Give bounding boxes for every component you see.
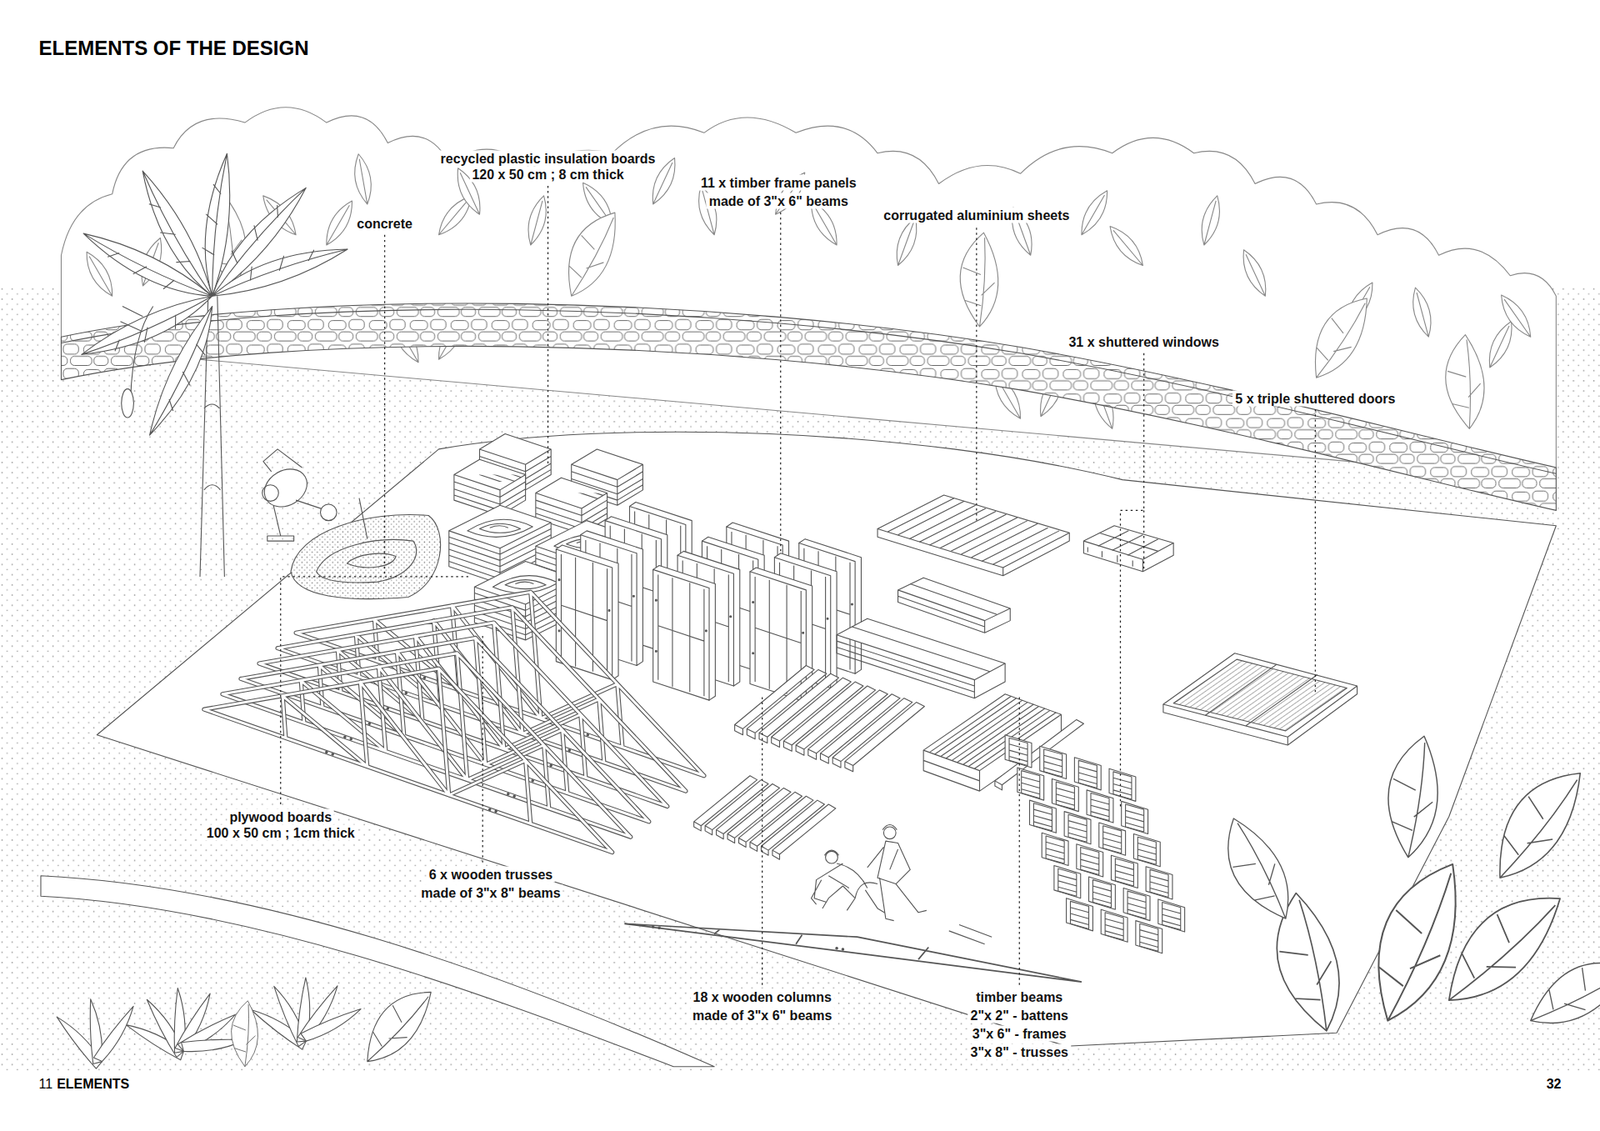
callout-label: made of 3"x 6" beams — [706, 193, 851, 210]
line-art — [0, 107, 1600, 1075]
callout-label: made of 3"x 6" beams — [690, 1007, 835, 1024]
callout-label: made of 3"x 8" beams — [418, 885, 563, 901]
callout-label: concrete — [354, 215, 415, 232]
callout-label: 2"x 2" - battens — [968, 1007, 1071, 1024]
chapter-number: 11 — [39, 1076, 54, 1092]
page-title: ELEMENTS OF THE DESIGN — [39, 36, 310, 60]
callout-label: 120 x 50 cm ; 8 cm thick — [469, 166, 626, 183]
callout-label: corrugated aluminium sheets — [880, 207, 1072, 224]
leader-lines — [280, 185, 1316, 985]
callout-label: 31 x shuttered windows — [1065, 334, 1221, 350]
page-number: 32 — [1546, 1076, 1562, 1092]
callout-label: 11 x timber frame panels — [698, 175, 860, 191]
callout-label: recycled plastic insulation boards — [438, 150, 659, 166]
callout-label: plywood boards — [226, 808, 335, 825]
callout-label: 3"x 8" - trusses — [968, 1044, 1071, 1060]
callout-label: 18 x wooden columns — [690, 989, 835, 1005]
callout-label: 5 x triple shuttered doors — [1232, 390, 1398, 406]
callout-label: timber beams — [973, 989, 1065, 1005]
callout-label: 6 x wooden trusses — [426, 866, 556, 883]
callout-label: 3"x 6" - frames — [970, 1025, 1070, 1042]
callout-label: 100 x 50 cm ; 1cm thick — [204, 825, 358, 841]
chapter-name: ELEMENTS — [56, 1076, 130, 1092]
